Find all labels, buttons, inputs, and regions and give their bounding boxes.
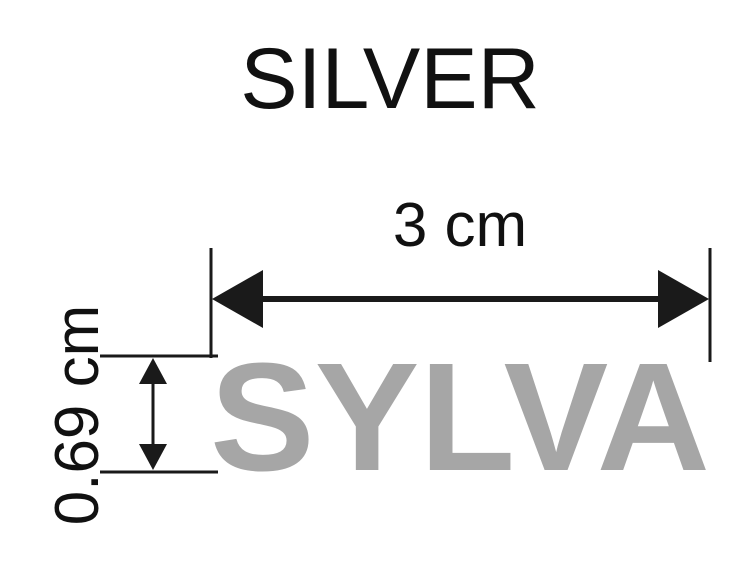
width-arrow-head-right bbox=[658, 270, 709, 328]
title: SILVER bbox=[240, 31, 540, 127]
height-label: 0.69 cm bbox=[43, 305, 112, 526]
width-arrow-head-left bbox=[212, 270, 263, 328]
logo-text: SYLVA bbox=[210, 331, 710, 503]
height-arrow-head-top bbox=[139, 358, 167, 384]
height-arrow-head-bottom bbox=[139, 444, 167, 470]
width-label: 3 cm bbox=[393, 191, 527, 260]
